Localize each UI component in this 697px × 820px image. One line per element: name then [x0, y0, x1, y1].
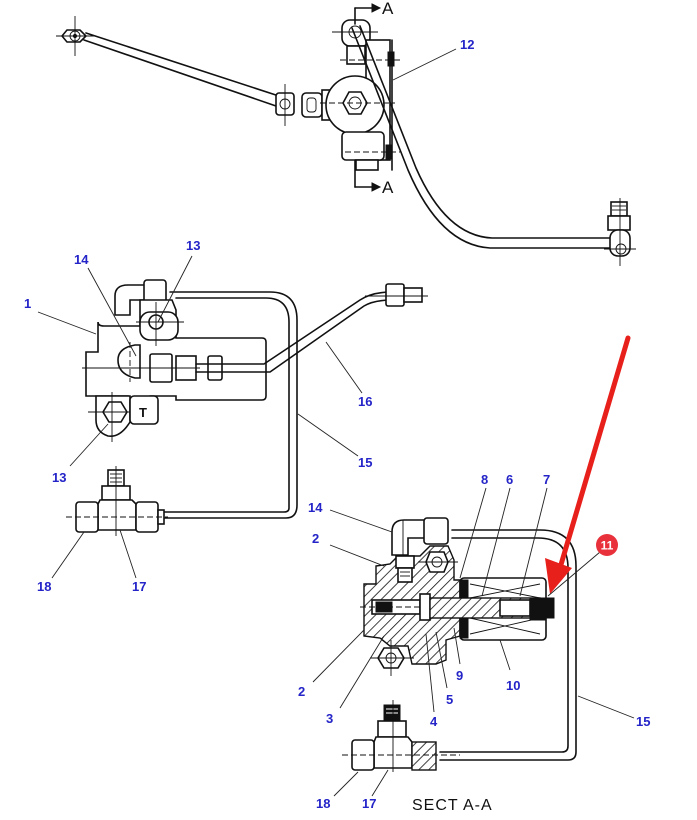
port-mark-t: T	[139, 405, 147, 420]
callout-2-upper: 2	[312, 531, 319, 546]
tube-16	[195, 283, 428, 373]
callout-3: 3	[326, 711, 333, 726]
callout-15-upper: 15	[358, 455, 372, 470]
callout-4: 4	[430, 714, 438, 729]
tee-fitting-section	[342, 700, 460, 772]
section-title: SECT A-A	[412, 797, 493, 814]
callout-9: 9	[456, 668, 463, 683]
section-valve-body	[360, 545, 555, 676]
callout-14: 14	[74, 252, 89, 267]
highlight-badge[interactable]	[596, 534, 618, 556]
callout-12: 12	[460, 37, 474, 52]
valve-body-side: T	[82, 299, 267, 442]
callout-17-lower: 17	[362, 796, 376, 811]
callout-16: 16	[358, 394, 372, 409]
callout-15-lower: 15	[636, 714, 650, 729]
callout-13-upper: 13	[186, 238, 200, 253]
callout-7: 7	[543, 472, 550, 487]
callout-17-upper: 17	[132, 579, 146, 594]
section-view: 14 2 8 6 7 2 3 4 5 9 10 15 18 17 SECT A-…	[298, 472, 650, 814]
rod-joint	[275, 84, 333, 126]
section-label-a-bottom: A	[382, 178, 394, 197]
linkage-rod	[83, 32, 283, 107]
callout-14-section: 14	[308, 500, 323, 515]
callout-2-lower: 2	[298, 684, 305, 699]
callout-13-lower: 13	[52, 470, 66, 485]
rod-end-fitting-right	[604, 198, 636, 266]
pipe-15-upper	[163, 291, 298, 519]
tee-fitting-side	[66, 466, 168, 536]
callout-18-lower: 18	[316, 796, 330, 811]
section-label-a-top: A	[382, 0, 394, 18]
highlight-arrow-shaft	[557, 335, 631, 571]
rod-end-fitting-left	[56, 16, 94, 56]
top-view: A A 12	[56, 0, 636, 266]
section-elbow	[391, 517, 449, 560]
highlight-indicator: 11	[545, 335, 631, 597]
section-mark-bottom: A	[354, 159, 394, 197]
bent-rod	[351, 25, 616, 249]
section-mark-top: A	[354, 0, 394, 25]
leveling-valve-body	[320, 19, 400, 171]
callout-5: 5	[446, 692, 453, 707]
side-view: T 1 14 13 13	[24, 238, 428, 594]
pipe-15-lower	[439, 529, 577, 761]
callout-18-upper: 18	[37, 579, 51, 594]
callout-1: 1	[24, 296, 31, 311]
callout-11: 11	[601, 539, 614, 553]
highlight-arrow-head	[545, 558, 572, 594]
callout-10: 10	[506, 678, 520, 693]
callout-6: 6	[506, 472, 513, 487]
callout-8: 8	[481, 472, 488, 487]
